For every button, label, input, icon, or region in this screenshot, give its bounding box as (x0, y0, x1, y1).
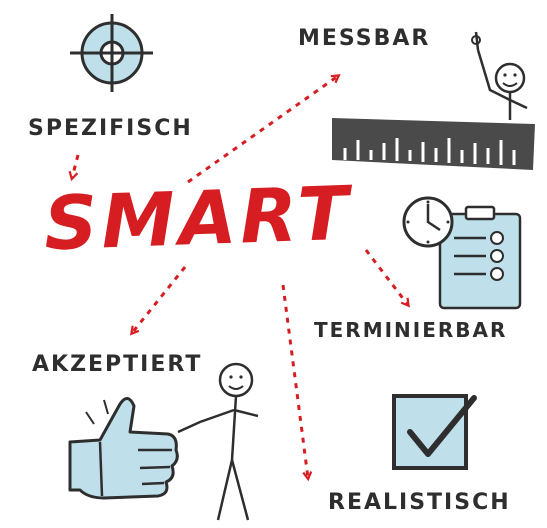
dotted-arrows (72, 76, 408, 478)
arrow-messbar (187, 76, 338, 184)
label-akzeptiert: AKZEPTIERT (32, 352, 203, 377)
ruler-with-stick-figure-icon (332, 31, 535, 170)
smart-title: SMART (42, 170, 354, 268)
arrow-spezifisch (72, 154, 80, 178)
arrow-realistisch (281, 284, 308, 478)
crosshair-target-icon (70, 14, 153, 92)
checked-box-icon (392, 394, 477, 470)
thumbs-up-with-stick-figure-icon (68, 362, 259, 521)
arrow-terminierbar (364, 249, 408, 305)
label-realistisch: REALISTISCH (328, 490, 511, 515)
label-messbar: MESSBAR (298, 26, 431, 51)
clock-and-clipboard-checklist-icon (402, 196, 522, 310)
arrow-akzeptiert (132, 266, 187, 333)
label-terminierbar: TERMINIERBAR (314, 318, 508, 342)
label-spezifisch: SPEZIFISCH (28, 116, 193, 141)
